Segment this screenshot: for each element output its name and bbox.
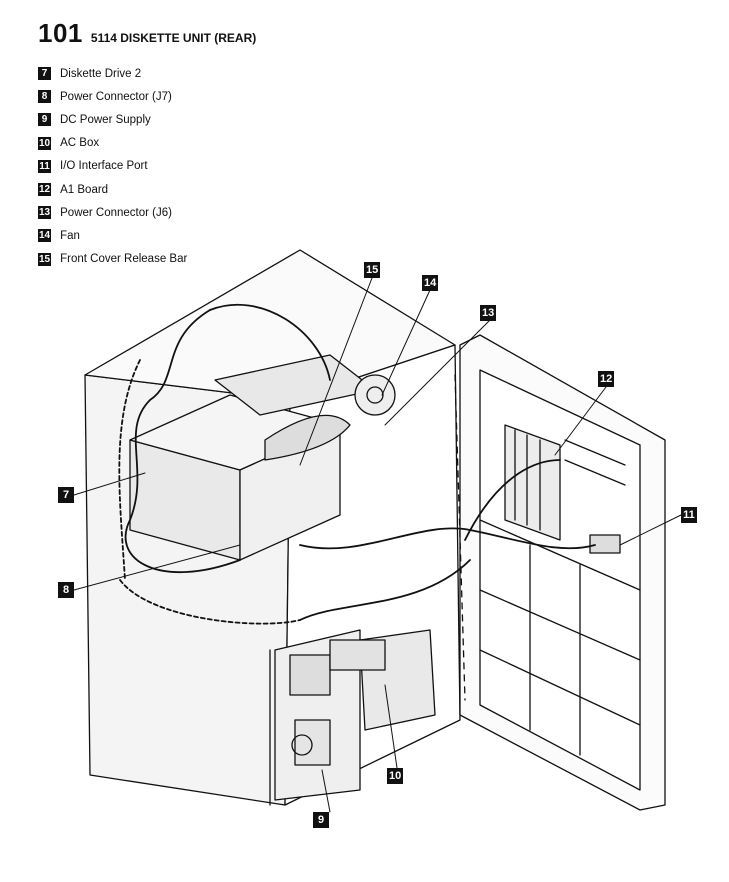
callout-11: 11	[681, 507, 697, 523]
callout-13: 13	[480, 305, 497, 321]
page-title: 5114 DISKETTE UNIT (REAR)	[90, 31, 257, 45]
legend-label: A1 Board	[60, 183, 109, 196]
legend-item: 12 A1 Board	[38, 178, 187, 201]
legend-item: 7 Diskette Drive 2	[38, 62, 187, 85]
diskette-drive	[129, 354, 376, 561]
callout-9: 9	[313, 812, 329, 828]
power-supply-area	[274, 629, 436, 801]
legend-label: Diskette Drive 2	[60, 67, 142, 80]
fan	[354, 374, 396, 416]
legend-item: 14 Fan	[38, 224, 187, 247]
legend-number-badge: 8	[38, 90, 51, 104]
io-interface-port	[589, 534, 621, 554]
callout-leaders	[73, 277, 682, 813]
legend-number-badge: 9	[38, 113, 51, 127]
legend-item: 13 Power Connector (J6)	[38, 201, 187, 224]
legend-label: DC Power Supply	[60, 113, 151, 126]
page-number: 101	[38, 18, 83, 48]
page-header: 101 5114 DISKETTE UNIT (REAR)	[38, 18, 256, 49]
legend-label: Power Connector (J7)	[60, 90, 172, 103]
legend-label: Fan	[60, 229, 80, 242]
front-door	[454, 334, 666, 811]
callout-8: 8	[58, 582, 74, 598]
legend-label: I/O Interface Port	[60, 160, 148, 173]
legend-item: 15 Front Cover Release Bar	[38, 248, 187, 271]
legend-number-badge: 13	[38, 206, 52, 220]
legend-number-badge: 12	[38, 183, 52, 197]
legend-number-badge: 7	[38, 67, 51, 81]
legend-number-badge: 11	[38, 159, 51, 173]
legend-item: 8 Power Connector (J7)	[38, 85, 187, 108]
legend-item: 10 AC Box	[38, 132, 187, 155]
legend-number-badge: 15	[38, 252, 52, 266]
legend-label: AC Box	[60, 137, 100, 150]
legend-label: Power Connector (J6)	[60, 206, 172, 219]
legend-item: 9 DC Power Supply	[38, 108, 187, 131]
callout-14: 14	[422, 275, 439, 291]
callout-12: 12	[598, 371, 615, 387]
callout-15: 15	[364, 262, 381, 278]
cables	[118, 304, 596, 625]
legend-number-badge: 14	[38, 229, 52, 243]
callout-10: 10	[387, 768, 404, 784]
legend-label: Front Cover Release Bar	[60, 253, 188, 266]
legend-number-badge: 10	[38, 136, 52, 150]
legend-item: 11 I/O Interface Port	[38, 155, 187, 178]
callout-7: 7	[58, 487, 74, 503]
